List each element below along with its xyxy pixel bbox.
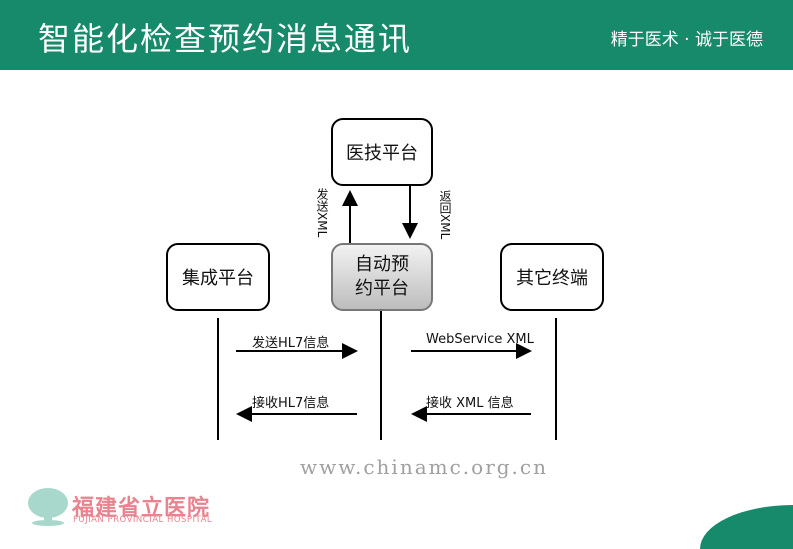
node-other-terminals: 其它终端 xyxy=(500,243,604,311)
node-auto-booking-platform: 自动预约平台 xyxy=(331,243,433,311)
node-integration-platform: 集成平台 xyxy=(166,243,270,311)
label-receive-xml: 接收 XML 信息 xyxy=(426,396,514,411)
label-send-xml: 发送XML xyxy=(315,188,329,238)
header-bar: 智能化检查预约消息通讯 精于医术 · 诚于医德 xyxy=(0,0,793,70)
label-send-hl7: 发送HL7信息 xyxy=(252,336,330,351)
label-webservice-xml: WebService XML xyxy=(426,332,534,347)
slogan: 精于医术 · 诚于医德 xyxy=(610,30,763,50)
page-title: 智能化检查预约消息通讯 xyxy=(38,20,413,58)
label-return-xml: 返回XML xyxy=(438,190,452,240)
node-medtech-platform: 医技平台 xyxy=(331,118,433,186)
tree-logo-icon xyxy=(28,488,68,526)
watermark: www.chinamc.org.cn xyxy=(300,455,548,479)
label-receive-hl7: 接收HL7信息 xyxy=(252,396,330,411)
logo-name-en: FUJIAN PROVINCIAL HOSPITAL xyxy=(73,515,213,525)
logo-name-cn: 福建省立医院 xyxy=(72,495,211,521)
